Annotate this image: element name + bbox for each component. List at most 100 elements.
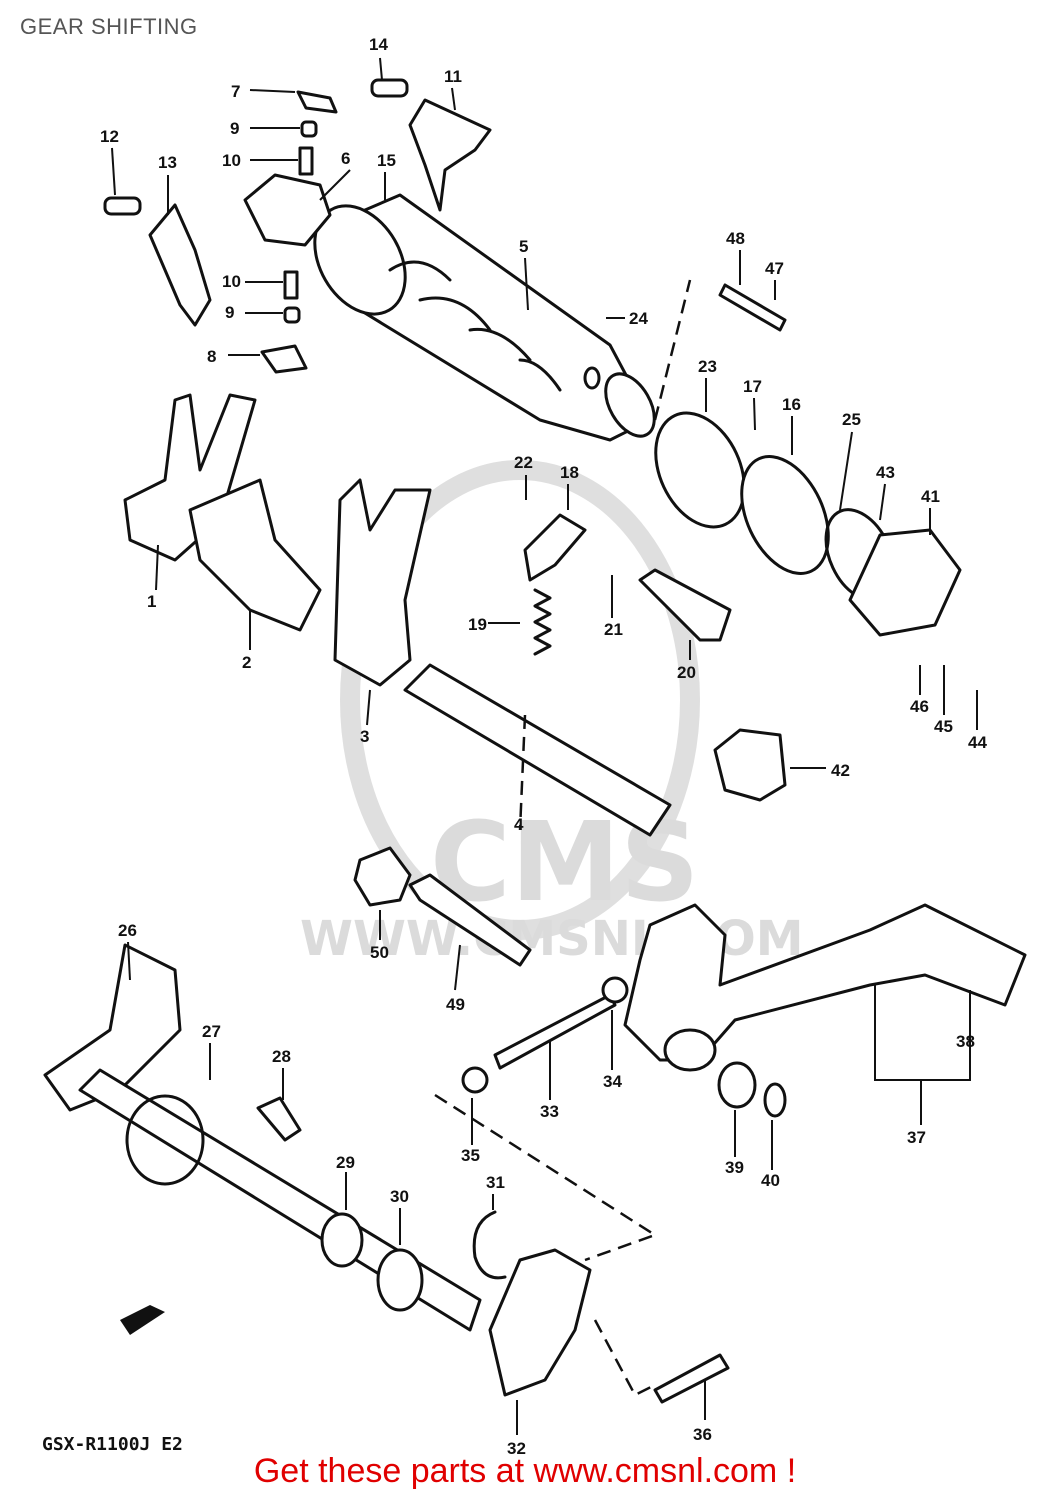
part-label-46: 46	[910, 697, 929, 716]
part-label-28: 28	[272, 1047, 291, 1066]
part-label-8: 8	[207, 347, 216, 366]
leader-lines	[434, 279, 692, 1397]
part-label-35: 35	[461, 1146, 480, 1165]
plate-part-8	[260, 344, 308, 374]
link-rod-part	[493, 993, 617, 1070]
shift-drum-part	[313, 193, 656, 442]
spring-part-10-top	[298, 146, 314, 176]
gearshift-lever-part	[623, 903, 1027, 1062]
part-label-17: 17	[743, 377, 762, 396]
pointer-lines	[111, 57, 978, 1435]
part-label-9-top: 9	[230, 119, 239, 138]
part-label-34: 34	[603, 1072, 622, 1091]
washer-30-part	[376, 1248, 424, 1312]
spring-part-10-bottom	[283, 270, 299, 300]
cover-part	[848, 528, 962, 637]
part-label-6: 6	[341, 149, 350, 168]
part-label-33: 33	[540, 1102, 559, 1121]
model-code: GSX-R1100J E2	[42, 1434, 183, 1455]
shift-cam-driven-part	[488, 1248, 592, 1397]
part-label-44: 44	[968, 733, 987, 752]
pivot-bolt-part	[408, 873, 532, 967]
washer-29-part	[320, 1212, 364, 1268]
shift-fork-3-part	[333, 478, 432, 687]
bolt-12-part	[103, 196, 142, 216]
part-label-21: 21	[604, 620, 623, 639]
page-title: GEAR SHIFTING	[20, 14, 198, 39]
pin-part-7	[296, 90, 338, 114]
part-label-39: 39	[725, 1158, 744, 1177]
part-label-24: 24	[629, 309, 648, 328]
part-label-13: 13	[158, 153, 177, 172]
part-label-5: 5	[519, 237, 528, 256]
part-label-41: 41	[921, 487, 940, 506]
part-label-7: 7	[231, 82, 240, 101]
part-label-15: 15	[377, 151, 396, 170]
pin-part-47	[718, 283, 787, 332]
clip-40-part	[763, 1082, 787, 1118]
part-label-23: 23	[698, 357, 717, 376]
part-label-38: 38	[956, 1032, 975, 1051]
part-label-3: 3	[360, 727, 369, 746]
part-label-1: 1	[147, 592, 156, 611]
nut-35-part	[461, 1066, 489, 1094]
label-leaders	[874, 985, 971, 1125]
circlip-31-part	[472, 1210, 507, 1280]
fork-shaft-part	[403, 663, 672, 837]
part-label-48: 48	[726, 229, 745, 248]
part-label-16: 16	[782, 395, 801, 414]
part-label-47: 47	[765, 259, 784, 278]
stopper-plate-part	[148, 203, 212, 327]
return-spring-part	[125, 1094, 205, 1186]
pin-part-9-bottom	[283, 306, 301, 324]
part-label-11: 11	[444, 67, 462, 86]
part-label-36: 36	[693, 1425, 712, 1444]
oil-seal-part	[654, 411, 746, 529]
part-label-18: 18	[560, 463, 579, 482]
part-label-49: 49	[446, 995, 465, 1014]
part-label-32: 32	[507, 1439, 526, 1458]
cushion-part	[713, 728, 787, 802]
washer-39-part	[717, 1061, 757, 1109]
stopper-pin-part	[638, 568, 732, 642]
spring-19-part	[533, 588, 552, 656]
part-label-40: 40	[761, 1171, 780, 1190]
part-label-10-top: 10	[222, 151, 241, 170]
part-label-25: 25	[842, 410, 861, 429]
part-label-19: 19	[468, 615, 487, 634]
part-label-27: 27	[202, 1022, 221, 1041]
shift-fork-2-part	[188, 478, 322, 632]
part-label-29: 29	[336, 1153, 355, 1172]
part-label-22: 22	[514, 453, 533, 472]
part-number-labels: 1 2 3 4 5 6 7 8 9 9 10 10 11 12 13 14 15…	[100, 35, 987, 1458]
part-label-37: 37	[907, 1128, 926, 1147]
pin-part-9-top	[300, 120, 318, 138]
nut-50-part	[353, 846, 412, 907]
part-label-45: 45	[934, 717, 953, 736]
part-label-31: 31	[486, 1173, 505, 1192]
bolt-36-part	[653, 1353, 730, 1404]
part-label-43: 43	[876, 463, 895, 482]
part-label-30: 30	[390, 1187, 409, 1206]
part-label-10-bottom: 10	[222, 272, 241, 291]
part-label-9-bottom: 9	[225, 303, 234, 322]
shift-cam-part	[243, 173, 332, 247]
footer-link-text[interactable]: Get these parts at www.cmsnl.com !	[253, 1452, 797, 1490]
bearing-part	[740, 455, 830, 575]
part-label-42: 42	[831, 761, 850, 780]
part-label-4: 4	[514, 815, 524, 834]
part-label-2: 2	[242, 653, 251, 672]
bolt-28-part	[256, 1096, 302, 1142]
shift-fork-1-part	[123, 393, 257, 562]
part-label-12: 12	[100, 127, 119, 146]
bracket-part	[408, 98, 492, 212]
bolt-14-part	[370, 78, 409, 98]
lever-boss-part	[663, 1028, 717, 1072]
gearshift-arm-part	[43, 943, 182, 1112]
nut-34-part	[601, 976, 629, 1004]
part-label-50: 50	[370, 943, 389, 962]
part-label-20: 20	[677, 663, 696, 682]
stopper-arm-part	[523, 513, 587, 582]
front-arrow-icon	[120, 1305, 165, 1335]
